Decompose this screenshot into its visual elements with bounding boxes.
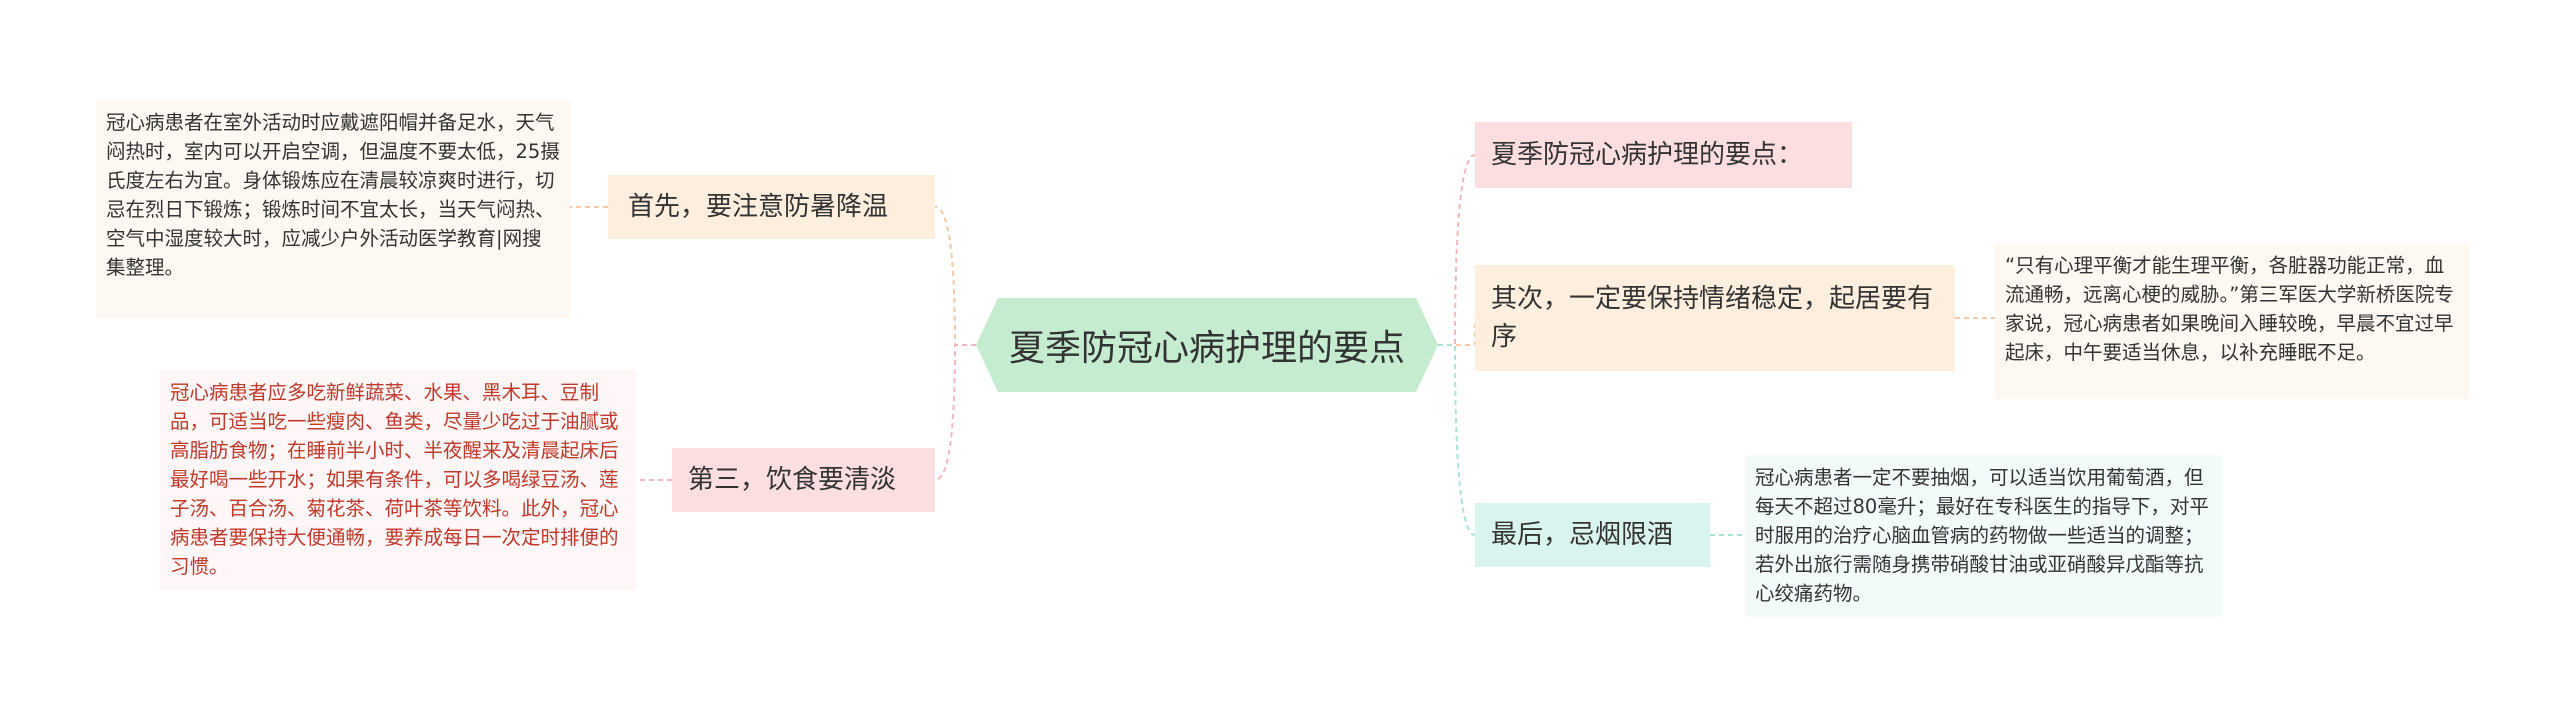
branch-key-points-label: 夏季防冠心病护理的要点：: [1491, 140, 1804, 170]
connector-center-to-b2-left: [934, 344, 976, 481]
branch-light-diet-label: 第三，饮食要清淡: [688, 465, 897, 495]
branch-emotional-stability-label: 其次，一定要保持情绪稳定，起居要有序: [1491, 284, 1934, 352]
branch-light-diet[interactable]: 第三，饮食要清淡: [672, 448, 935, 512]
connector-center-to-b1-left: [934, 206, 976, 346]
connector-center-to-b1-right: [1438, 154, 1476, 346]
detail-no-smoking-limit-alcohol[interactable]: 冠心病患者一定不要抽烟，可以适当饮用葡萄酒，但每天不超过80毫升；最好在专科医生…: [1745, 455, 2222, 617]
branch-no-smoking-limit-alcohol[interactable]: 最后，忌烟限酒: [1475, 503, 1710, 567]
detail-emotional-stability-text: “只有心理平衡才能生理平衡，各脏器功能正常，血流通畅，远离心梗的威胁。”第三军医…: [2005, 254, 2454, 364]
branch-key-points[interactable]: 夏季防冠心病护理的要点：: [1475, 122, 1852, 188]
detail-no-smoking-limit-alcohol-text: 冠心病患者一定不要抽烟，可以适当饮用葡萄酒，但每天不超过80毫升；最好在专科医生…: [1755, 466, 2209, 605]
connector-center-to-b2-right: [1438, 318, 1476, 346]
connector-center-to-b3-right: [1438, 344, 1476, 536]
detail-prevent-heatstroke[interactable]: 冠心病患者在室外活动时应戴遮阳帽并备足水，天气闷热时，室内可以开启空调，但温度不…: [96, 100, 570, 318]
center-topic-label: 夏季防冠心病护理的要点: [1008, 328, 1405, 369]
branch-no-smoking-limit-alcohol-label: 最后，忌烟限酒: [1491, 520, 1674, 550]
detail-light-diet-text: 冠心病患者应多吃新鲜蔬菜、水果、黑木耳、豆制品，可适当吃一些瘦肉、鱼类，尽量少吃…: [170, 381, 619, 578]
branch-prevent-heatstroke-label: 首先，要注意防暑降温: [628, 192, 889, 222]
center-topic[interactable]: 夏季防冠心病护理的要点: [976, 298, 1438, 392]
detail-light-diet[interactable]: 冠心病患者应多吃新鲜蔬菜、水果、黑木耳、豆制品，可适当吃一些瘦肉、鱼类，尽量少吃…: [160, 370, 636, 590]
detail-emotional-stability[interactable]: “只有心理平衡才能生理平衡，各脏器功能正常，血流通畅，远离心梗的威胁。”第三军医…: [1995, 243, 2469, 399]
detail-prevent-heatstroke-text: 冠心病患者在室外活动时应戴遮阳帽并备足水，天气闷热时，室内可以开启空调，但温度不…: [106, 111, 560, 279]
branch-emotional-stability[interactable]: 其次，一定要保持情绪稳定，起居要有序: [1475, 265, 1955, 371]
branch-prevent-heatstroke[interactable]: 首先，要注意防暑降温: [608, 175, 935, 239]
